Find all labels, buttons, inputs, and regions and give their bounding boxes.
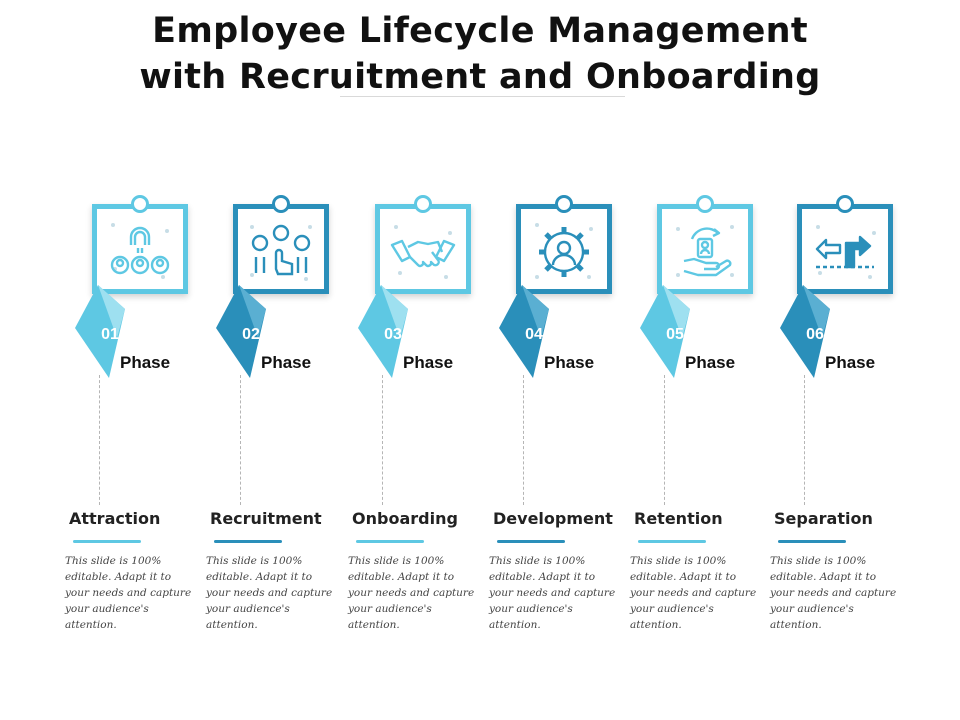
stage-title: Separation — [774, 509, 873, 528]
stage-underline — [73, 540, 141, 543]
card-pin — [131, 195, 149, 213]
phase-tag — [640, 285, 690, 378]
dashed-connector — [240, 375, 241, 505]
select-candidate-icon — [250, 224, 312, 281]
dashed-connector — [382, 375, 383, 505]
phase-tag — [499, 285, 549, 378]
phase-card — [92, 204, 188, 294]
stage-underline — [356, 540, 424, 543]
phase-label: Phase — [120, 353, 171, 372]
phase-card — [233, 204, 329, 294]
stage-title: Recruitment — [210, 509, 322, 528]
card-pin — [555, 195, 573, 213]
title-divider — [340, 96, 625, 97]
stage-description: This slide is 100% editable. Adapt it to… — [770, 555, 897, 631]
phase-card — [375, 204, 471, 294]
phase-number: 06 — [806, 326, 824, 343]
card-pin — [272, 195, 290, 213]
dashed-connector — [99, 375, 100, 505]
stage-description: This slide is 100% editable. Adapt it to… — [630, 555, 757, 631]
card-pin — [696, 195, 714, 213]
page-title: Employee Lifecycle Management with Recru… — [0, 8, 960, 100]
phase-number: 04 — [525, 326, 543, 343]
stage-description: This slide is 100% editable. Adapt it to… — [65, 555, 192, 631]
phase-01: 01 Phase Attraction This slide is 100% e… — [65, 195, 215, 655]
phase-label: Phase — [544, 353, 595, 372]
card-pin — [836, 195, 854, 213]
gear-person-icon — [535, 223, 593, 279]
title-line-2: with Recruitment and Onboarding — [139, 57, 821, 97]
phase-label: Phase — [685, 353, 736, 372]
stage-title: Development — [493, 509, 613, 528]
stage-description: This slide is 100% editable. Adapt it to… — [206, 555, 333, 631]
dashed-connector — [523, 375, 524, 505]
phase-label: Phase — [261, 353, 312, 372]
phase-tag — [780, 285, 830, 378]
phase-04: 04 Phase Development This slide is 100% … — [489, 195, 639, 655]
phase-06: 06 Phase Separation This slide is 100% e… — [770, 195, 920, 655]
phase-number: 01 — [101, 326, 119, 343]
phase-card — [657, 204, 753, 294]
handshake-icon — [390, 225, 456, 279]
phase-number: 02 — [242, 326, 260, 343]
card-pin — [414, 195, 432, 213]
phase-card — [516, 204, 612, 294]
phase-02: 02 Phase Recruitment This slide is 100% … — [206, 195, 356, 655]
phase-label: Phase — [825, 353, 876, 372]
phase-tag — [358, 285, 408, 378]
phase-label: Phase — [403, 353, 454, 372]
hand-retain-icon — [676, 225, 734, 277]
stage-underline — [497, 540, 565, 543]
magnet-people-icon — [110, 223, 170, 279]
phase-05: 05 Phase Retention This slide is 100% ed… — [630, 195, 780, 655]
phase-tag — [75, 285, 125, 378]
stage-underline — [214, 540, 282, 543]
stage-description: This slide is 100% editable. Adapt it to… — [348, 555, 475, 631]
phase-card — [797, 204, 893, 294]
dashed-connector — [804, 375, 805, 505]
stage-title: Onboarding — [352, 509, 458, 528]
stage-underline — [778, 540, 846, 543]
stage-underline — [638, 540, 706, 543]
stage-title: Attraction — [69, 509, 161, 528]
exit-arrow-icon — [815, 225, 876, 279]
dashed-connector — [664, 375, 665, 505]
stage-title: Retention — [634, 509, 723, 528]
stage-description: This slide is 100% editable. Adapt it to… — [489, 555, 616, 631]
title-line-1: Employee Lifecycle Management — [152, 11, 808, 51]
phase-tag — [216, 285, 266, 378]
phase-number: 03 — [384, 326, 402, 343]
phase-number: 05 — [666, 326, 684, 343]
phase-03: 03 Phase Onboarding This slide is 100% e… — [348, 195, 498, 655]
